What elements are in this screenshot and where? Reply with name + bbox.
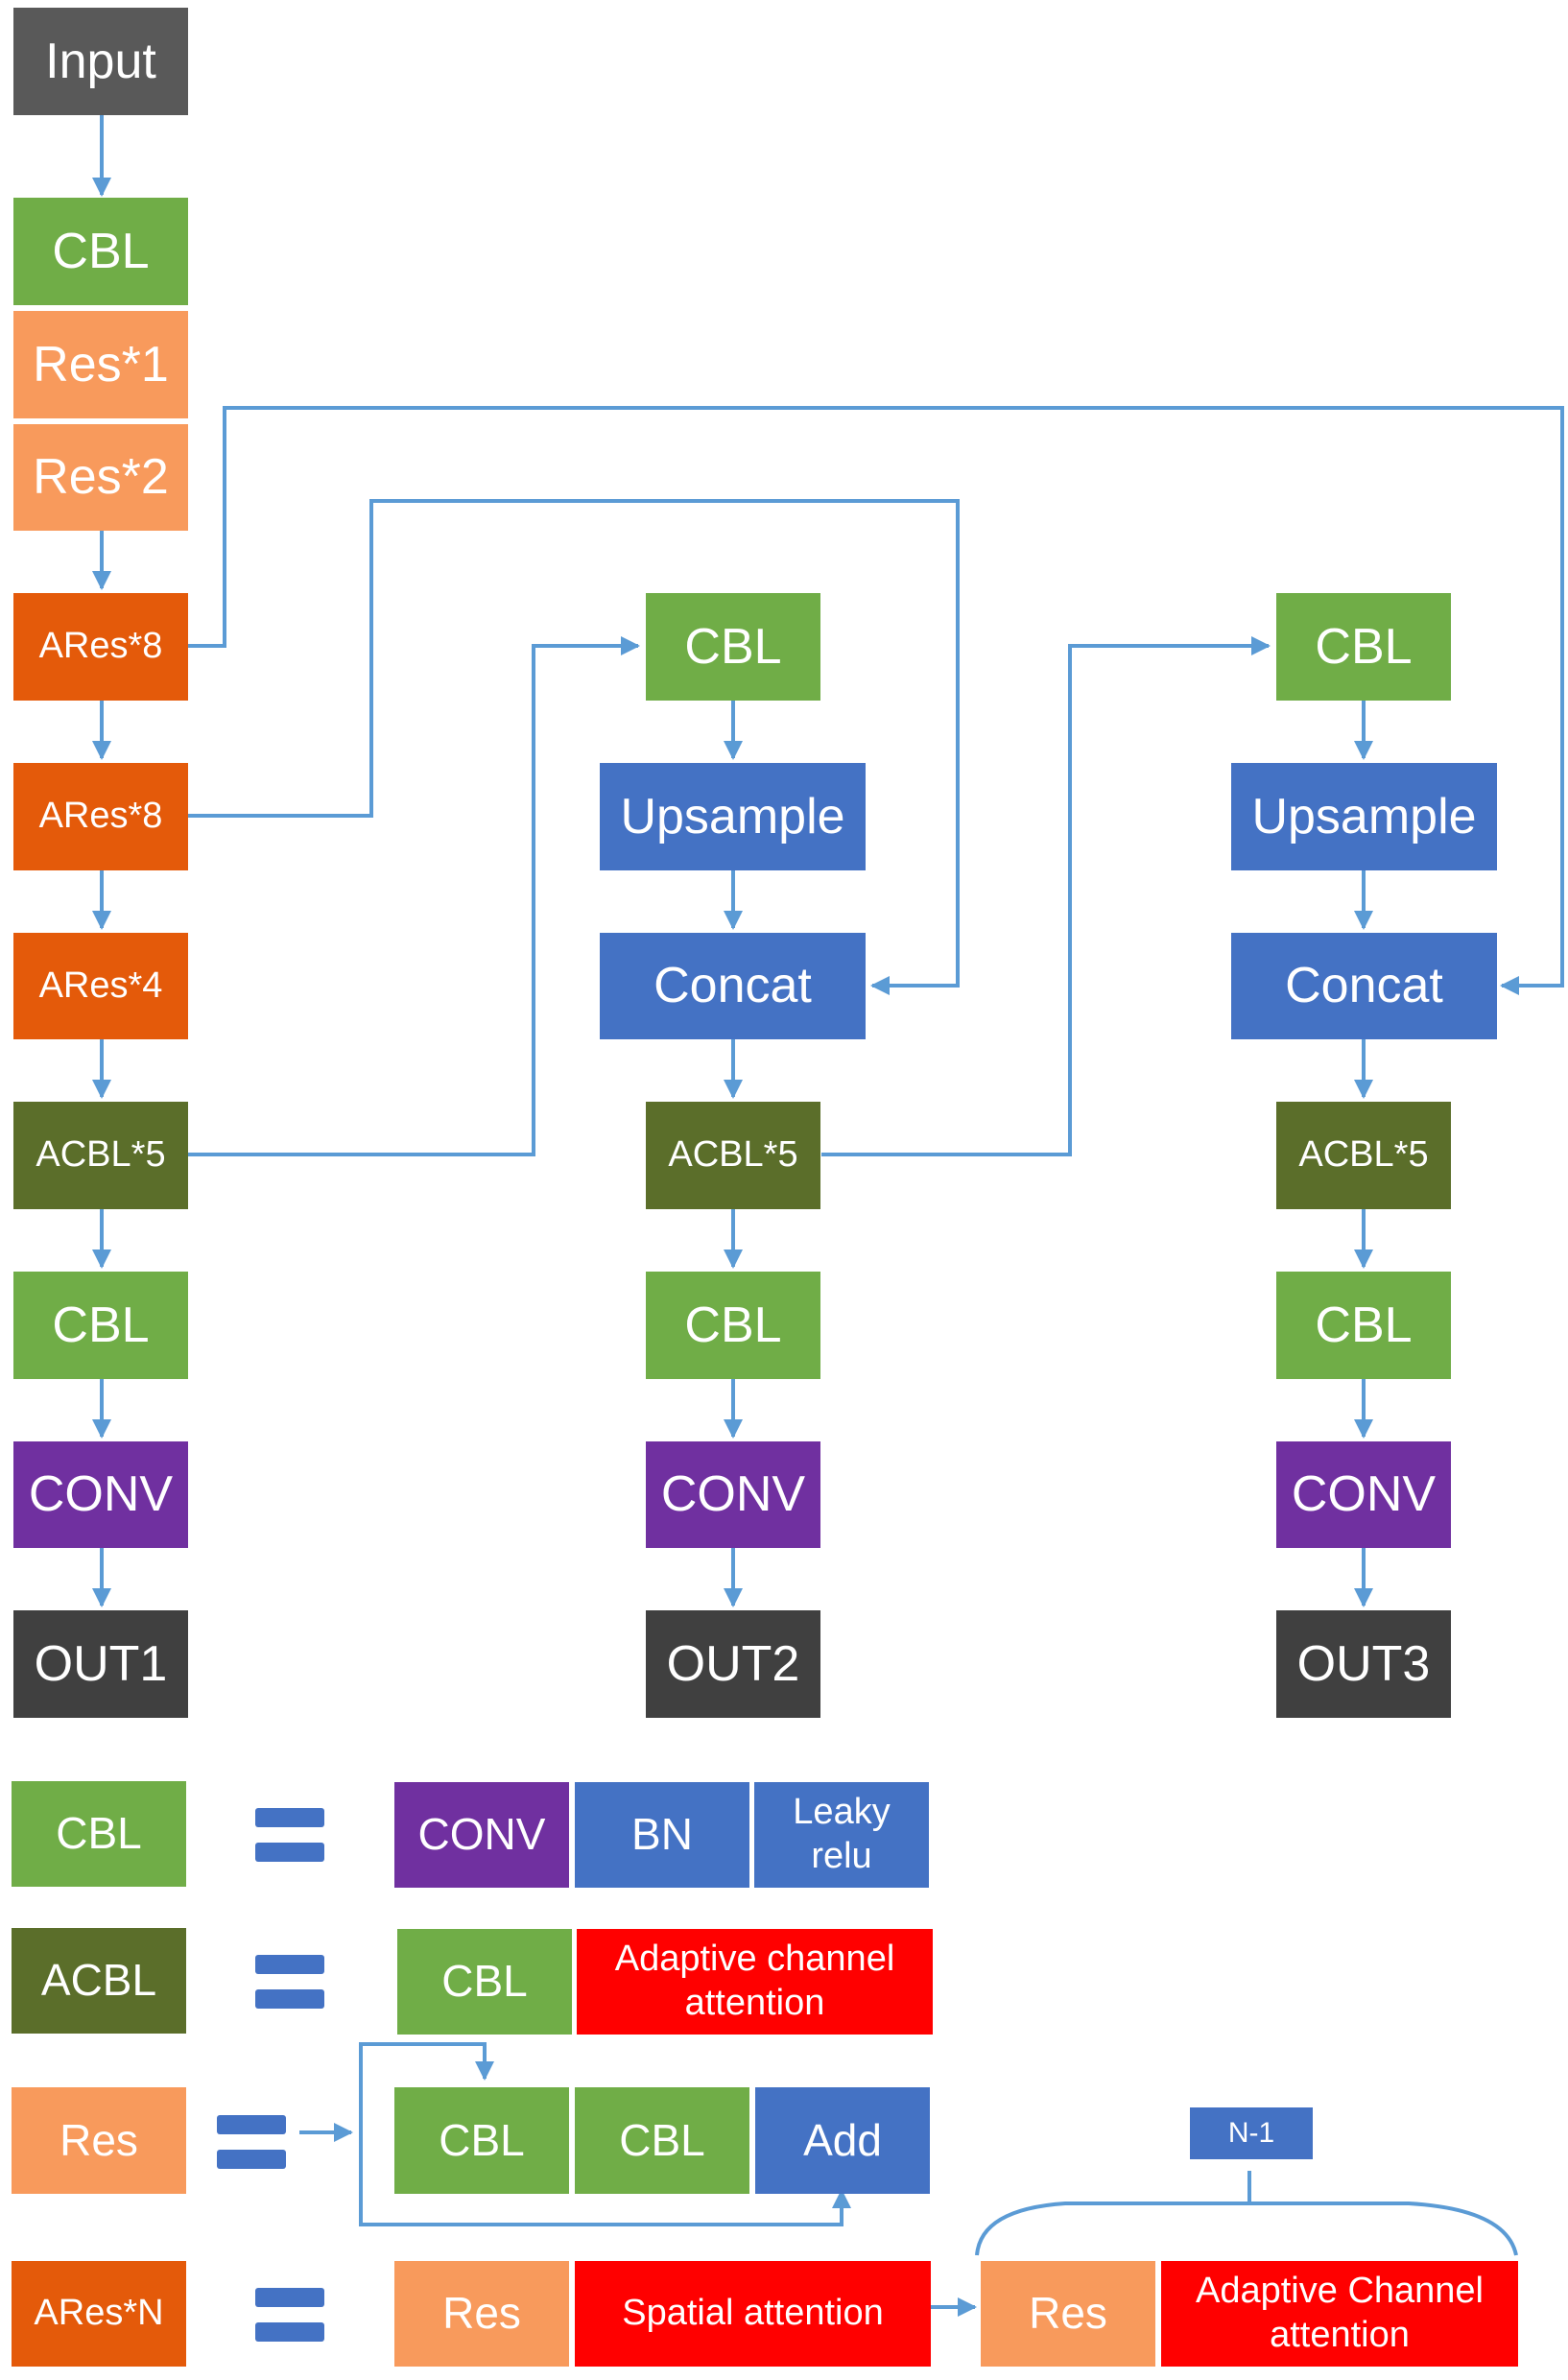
cbl-node: CBL [1276, 1272, 1451, 1379]
legend-acbl-name: ACBL [12, 1928, 186, 2034]
legend-acbl-part-adaptive-channel-attention: Adaptive channel attention [577, 1929, 933, 2035]
arrow-res-loop-bottom [359, 2132, 851, 2226]
equals-icon [217, 2115, 286, 2169]
legend-cbl-part-leaky-relu: Leaky relu [754, 1782, 929, 1888]
legend-aresn-part-res-repeat: Res [981, 2261, 1155, 2367]
equals-icon [255, 2288, 324, 2342]
res1-node: Res*1 [13, 311, 188, 418]
cbl-node: CBL [646, 593, 820, 701]
conv-node: CONV [1276, 1441, 1451, 1548]
legend-aresn-part-res: Res [394, 2261, 569, 2367]
acbl5-node: ACBL*5 [13, 1102, 188, 1209]
arrow-res-loop-top [359, 2042, 494, 2132]
upsample-node: Upsample [600, 763, 866, 870]
legend-aresn-name: ARes*N [12, 2261, 186, 2367]
input-node: Input [13, 8, 188, 115]
legend-res-part-cbl-1: CBL [394, 2087, 569, 2194]
conv-node: CONV [646, 1441, 820, 1548]
legend-cbl-part-bn: BN [575, 1782, 749, 1888]
cbl-node: CBL [13, 198, 188, 305]
legend-aresn-part-spatial-attention: Spatial attention [575, 2261, 931, 2367]
legend-res-part-add: Add [755, 2087, 930, 2194]
legend-cbl-part-conv: CONV [394, 1782, 569, 1888]
res2-node: Res*2 [13, 424, 188, 531]
equals-icon [255, 1808, 324, 1862]
ares8-node-1: ARes*8 [13, 593, 188, 701]
out1-node: OUT1 [13, 1610, 188, 1718]
legend-res-part-cbl-2: CBL [575, 2087, 749, 2194]
cbl-node: CBL [1276, 593, 1451, 701]
cbl-node: CBL [13, 1272, 188, 1379]
legend-res-name: Res [12, 2087, 186, 2194]
legend-acbl-part-cbl: CBL [397, 1929, 572, 2035]
arrow-acbl5-2-to-cbl3 [821, 636, 1271, 1156]
arrow-ares8a-to-concat3 [188, 406, 1564, 995]
ares4-node: ARes*4 [13, 933, 188, 1039]
acbl5-node: ACBL*5 [1276, 1102, 1451, 1209]
equals-icon [255, 1955, 324, 2009]
concat-node: Concat [600, 933, 866, 1039]
arrow-acbl5-to-cbl2 [188, 636, 640, 1156]
legend-cbl-name: CBL [12, 1781, 186, 1887]
conv-node: CONV [13, 1441, 188, 1548]
repeat-count-badge: N-1 [1190, 2107, 1313, 2159]
legend-aresn-part-adaptive-channel-attention: Adaptive Channel attention [1161, 2261, 1518, 2367]
concat-node: Concat [1231, 933, 1497, 1039]
cbl-node: CBL [646, 1272, 820, 1379]
ares8-node-2: ARes*8 [13, 763, 188, 870]
out2-node: OUT2 [646, 1610, 820, 1718]
out3-node: OUT3 [1276, 1610, 1451, 1718]
repeat-brace [975, 2202, 1518, 2256]
upsample-node: Upsample [1231, 763, 1497, 870]
acbl5-node: ACBL*5 [646, 1102, 820, 1209]
arrow-ares8b-to-concat2 [188, 499, 960, 995]
